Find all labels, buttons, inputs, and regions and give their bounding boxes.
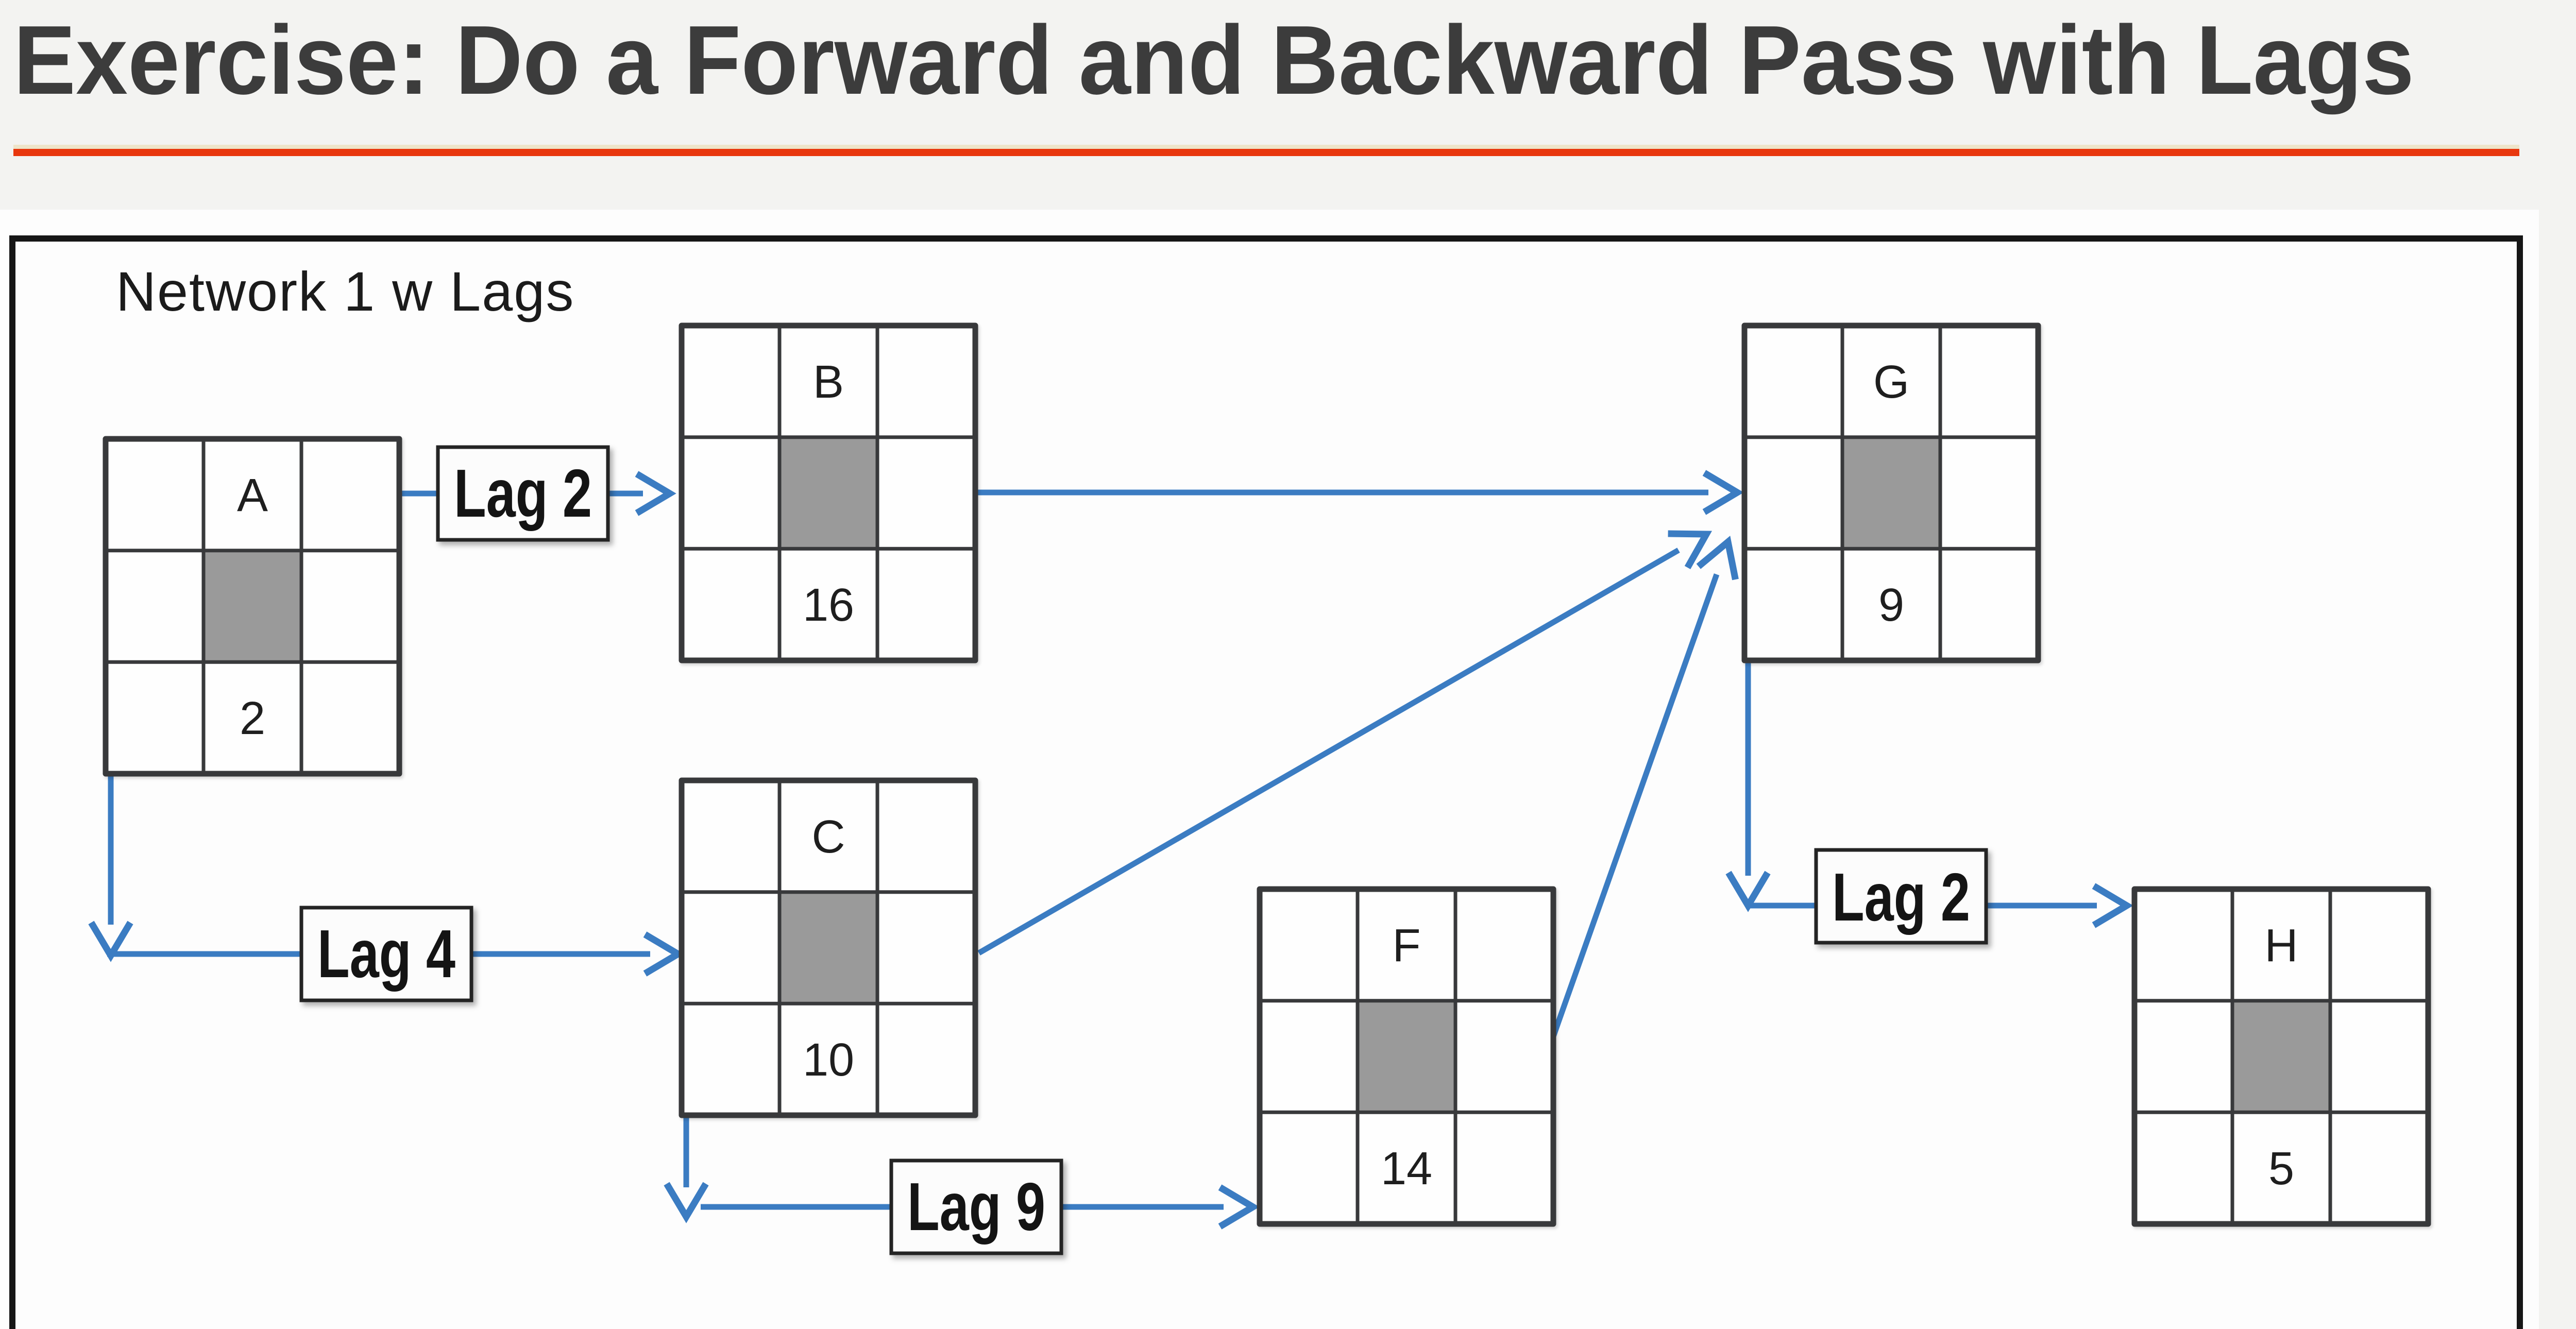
node-A-center-cell (204, 550, 301, 662)
lag-box-G-H-label: Lag 2 (1832, 859, 1970, 935)
node-G-duration: 9 (1878, 580, 1904, 631)
lag-box-A-B-label: Lag 2 (454, 455, 592, 531)
edge-C-G-line (977, 548, 1680, 956)
edge-B-G-arrowhead (1702, 470, 1744, 515)
title-rule-red (13, 149, 2519, 156)
node-B-center-cell (779, 437, 877, 549)
node-G-center-cell (1842, 437, 1940, 549)
node-A-duration: 2 (240, 693, 265, 744)
node-B-duration: 16 (803, 580, 854, 631)
node-G-label: G (1873, 356, 1909, 408)
lag-box-G-H: Lag 2 (1814, 848, 1988, 945)
edge-C-G-arrowhead (1668, 530, 1713, 570)
edge-F-G-line (1550, 573, 1720, 1037)
node-C-center-cell (779, 892, 877, 1004)
node-F-duration: 14 (1381, 1143, 1432, 1195)
edge-A-B-arrowhead (635, 471, 676, 516)
node-C-duration: 10 (803, 1034, 854, 1086)
diagram-caption: Network 1 w Lags (116, 260, 574, 322)
lag-box-A-B-rect (436, 445, 610, 542)
lag-box-A-C-label: Lag 4 (317, 916, 455, 992)
lag-box-C-F: Lag 9 (889, 1158, 1063, 1255)
node-H-duration: 5 (2268, 1143, 2294, 1195)
node-H-center-cell (2232, 1000, 2330, 1113)
node-H-label: H (2265, 920, 2298, 972)
title-rule-cream (13, 145, 2519, 149)
lag-box-C-F-rect (889, 1158, 1063, 1255)
lag-box-A-B: Lag 2 (436, 445, 610, 542)
activity-node-H: H 5 (2131, 886, 2431, 1227)
activity-node-B: B 16 (679, 322, 978, 663)
lag-box-A-C: Lag 4 (299, 906, 473, 1002)
diagram-border (9, 235, 2523, 1329)
edge-A-C-arrowhead (643, 931, 685, 977)
node-C-label: C (812, 811, 845, 863)
lag-box-C-F-label: Lag 9 (907, 1169, 1045, 1245)
activity-node-G: G 9 (1741, 322, 2041, 663)
node-F-label: F (1393, 920, 1421, 972)
node-B-label: B (813, 356, 844, 408)
node-A-label: A (237, 470, 268, 521)
node-F-center-cell (1358, 1000, 1455, 1113)
activity-node-A: A 2 (103, 436, 402, 777)
edge-C-F-arrowhead (1218, 1184, 1260, 1230)
edge-G-H-arrowhead (2092, 883, 2133, 928)
page-title: Exercise: Do a Forward and Backward Pass… (13, 6, 2414, 115)
activity-node-F: F 14 (1257, 886, 1556, 1227)
lag-box-G-H-rect (1814, 848, 1988, 945)
edge-C-F-drop-arrowhead (664, 1182, 709, 1223)
edge-F-G-arrowhead (1696, 535, 1739, 581)
lag-box-A-C-rect (299, 906, 473, 1002)
activity-node-C: C 10 (679, 777, 978, 1118)
